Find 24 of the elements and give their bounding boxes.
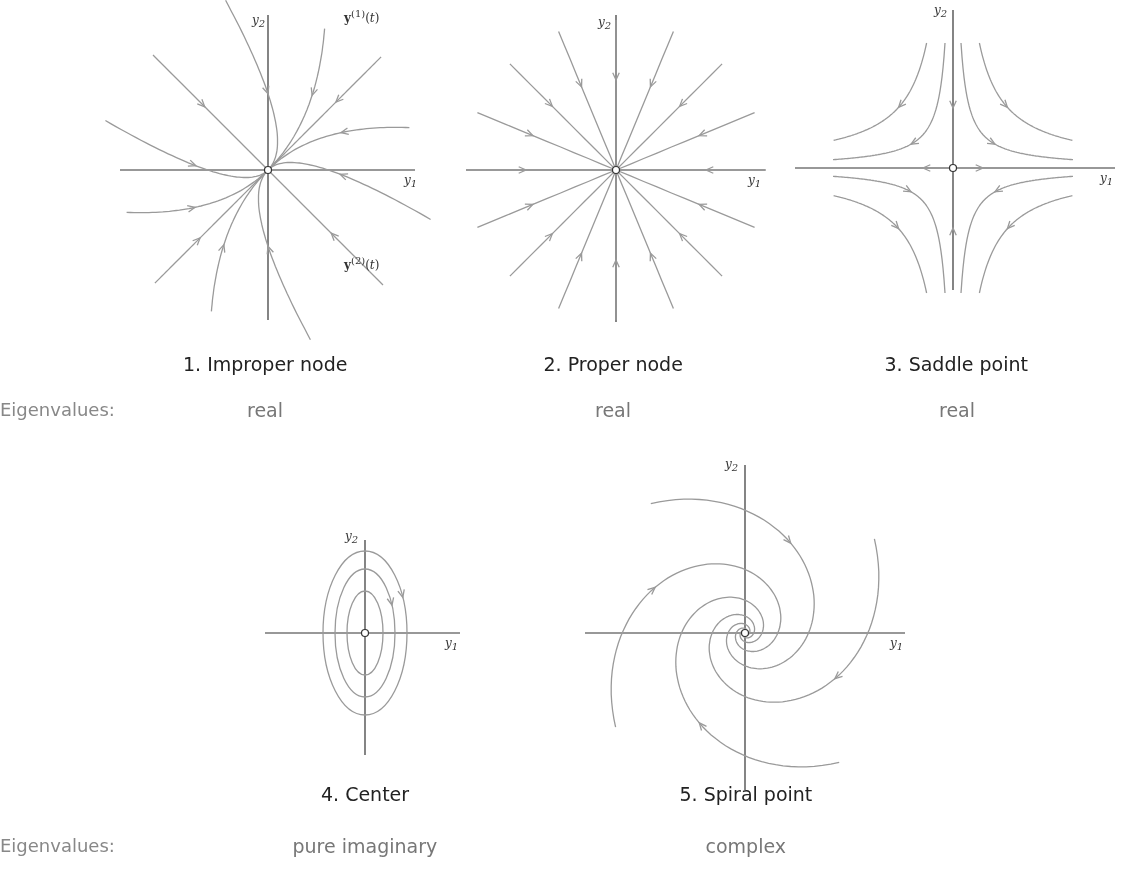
panel-title: 1. Improper node: [183, 354, 348, 375]
panel-title: 5. Spiral point: [679, 784, 813, 805]
eigenvalue-type: complex: [705, 836, 787, 857]
row-label: Eigenvalues:: [0, 400, 115, 420]
eigenvalue-type: pure imaginary: [292, 836, 438, 857]
axis-label: y$_{1}$: [404, 174, 418, 190]
axis-label: y$_{1}$: [1100, 172, 1114, 188]
axis-label: y$_{1}$: [445, 637, 459, 653]
row-label: Eigenvalues:: [0, 836, 115, 856]
eigenvalue-type: real: [939, 400, 975, 421]
axis-label: y$_{2}$: [934, 4, 948, 20]
panel-title: 4. Center: [321, 784, 410, 805]
panel-title: 3. Saddle point: [884, 354, 1028, 375]
axis-label: y$_{2}$: [598, 16, 612, 32]
panel-title: 2. Proper node: [543, 354, 683, 375]
axis-label: y$_{2}$: [725, 458, 739, 474]
axis-label: y$_{1}$: [748, 174, 762, 190]
axis-label: y$_{2}$: [345, 530, 359, 546]
eigenvalue-type: real: [247, 400, 283, 421]
eigenvalue-type: real: [595, 400, 631, 421]
axis-label: y$_{2}$: [252, 14, 266, 30]
curve-label: y$^{(2)}$(t): [344, 255, 380, 273]
axis-label: y$_{1}$: [890, 637, 904, 653]
curve-label: y$^{(1)}$(t): [344, 8, 380, 26]
